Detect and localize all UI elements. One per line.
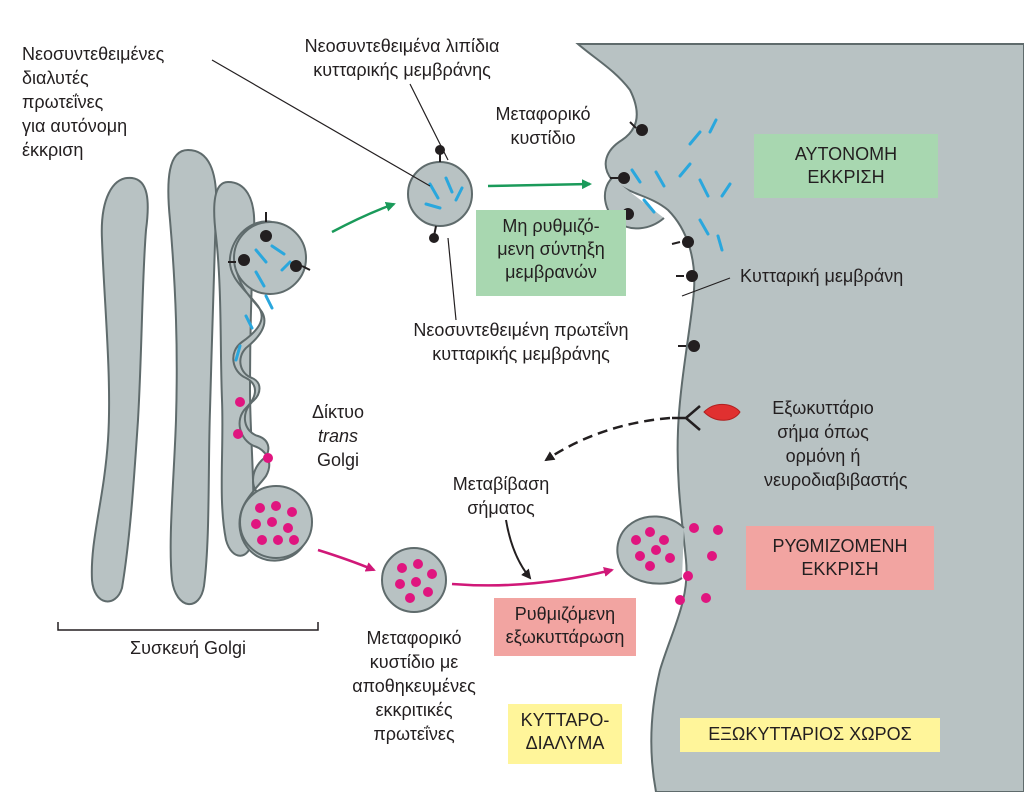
signal-molecule-icon	[703, 404, 741, 421]
leader-lines	[211, 59, 731, 321]
label-signal-transduction: Μεταβίβαση σήματος	[452, 474, 550, 518]
signal-dashed-arrow	[544, 416, 671, 462]
constitutive-vesicle	[407, 161, 473, 227]
membrane-proteins	[228, 121, 700, 352]
box-regulated-exocytosis: Ρυθμιζόμενη εξωκυττάρωση	[494, 598, 636, 656]
magenta-arrow-golgi-to-vesicle	[317, 548, 376, 572]
box-cytosol: ΚΥΤΤΑΡΟ- ΔΙΑΛΥΜΑ	[508, 704, 622, 764]
golgi-bracket	[57, 622, 319, 631]
label-membrane-protein: Νεοσυντεθειμένη πρωτεΐνη κυτταρικής μεμβ…	[413, 320, 629, 364]
extracellular-region	[575, 43, 1024, 792]
box-unregulated-membrane-fusion: Μη ρυθμιζό- μενη σύντηξη μεμβρανών	[476, 210, 626, 296]
green-arrow-vesicle-to-membrane	[487, 179, 592, 190]
box-constitutive-secretion: ΑΥΤΟΝΟΜΗ ΕΚΚΡΙΣΗ	[754, 134, 938, 198]
magenta-arrow-vesicle-to-membrane	[451, 567, 614, 587]
label-lipids: Νεοσυντεθειμένα λιπίδια κυτταρικής μεμβρ…	[304, 36, 500, 80]
label-extracellular-signal: Εξωκυττάριο σήμα όπως ορμόνη ή νευροδιαβ…	[764, 398, 908, 490]
label-trans-golgi-network: Δίκτυο trans Golgi	[312, 402, 364, 470]
label-secretory-vesicle: Μεταφορικό κυστίδιο με αποθηκευμένες εκκ…	[352, 628, 476, 744]
secretory-proteins	[233, 397, 723, 605]
label-cell-membrane: Κυτταρική μεμβράνη	[740, 266, 904, 286]
signal-transduction-arrow	[505, 519, 532, 580]
box-regulated-secretion: ΡΥΘΜΙΖΟΜΕΝΗ ΕΚΚΡΙΣΗ	[746, 526, 934, 590]
label-transport-vesicle: Μεταφορικό κυστίδιο	[495, 104, 591, 148]
regulated-exocytosis-bulge	[616, 515, 685, 585]
box-extracellular-space: ΕΞΩΚΥΤΤΑΡΙΟΣ ΧΩΡΟΣ	[680, 718, 940, 752]
green-arrow-golgi-to-vesicle	[331, 201, 396, 234]
label-golgi-apparatus: Συσκευή Golgi	[130, 638, 246, 658]
membrane-lipids	[234, 118, 732, 362]
label-soluble-proteins: Νεοσυντεθειμένες διαλυτές πρωτεΐνες για …	[22, 44, 165, 160]
golgi-apparatus	[90, 148, 313, 606]
receptor-icon	[672, 405, 701, 431]
